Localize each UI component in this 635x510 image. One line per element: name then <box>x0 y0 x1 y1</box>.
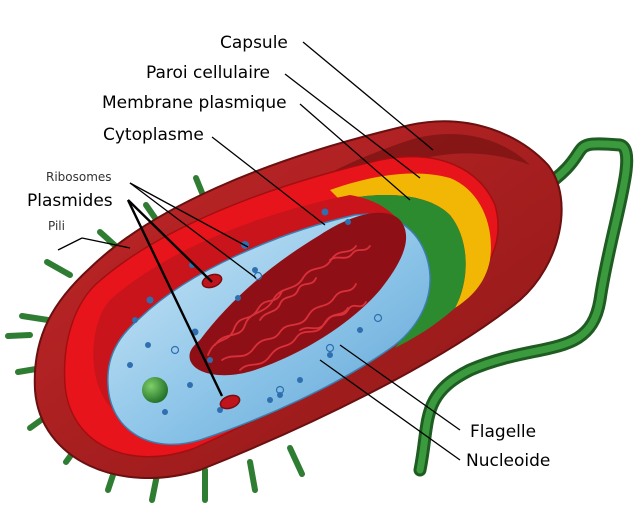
label-cytoplasme: Cytoplasme <box>103 125 204 145</box>
label-ribosomes: Ribosomes <box>46 170 112 184</box>
label-paroi: Paroi cellulaire <box>146 63 270 83</box>
label-pili: Pili <box>48 219 65 233</box>
label-membrane: Membrane plasmique <box>102 93 287 113</box>
label-nucleoide: Nucleoide <box>466 451 550 471</box>
granule <box>142 377 168 403</box>
label-capsule: Capsule <box>220 33 288 53</box>
label-plasmides: Plasmides <box>27 191 113 211</box>
label-flagelle: Flagelle <box>470 422 536 442</box>
